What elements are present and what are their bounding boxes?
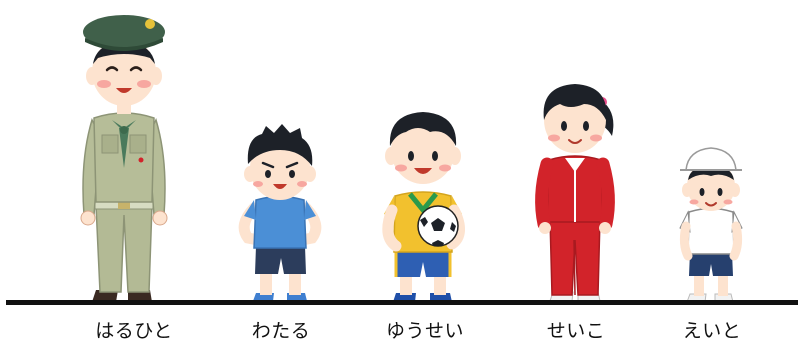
name-label-yuusei: ゆうせい: [385, 320, 465, 342]
ground-line: [6, 300, 798, 305]
figure-seiko: [535, 84, 615, 302]
name-label-eito: えいと: [682, 320, 742, 342]
figure-eito: [679, 147, 743, 303]
figure-wataru: [238, 124, 322, 301]
figure-haruhito: [80, 15, 168, 302]
figure-yuusei: [382, 112, 465, 302]
name-label-haruhito: はるひと: [95, 320, 173, 342]
name-label-seiko: せいこ: [546, 320, 606, 342]
name-label-wataru: わたる: [251, 320, 311, 342]
